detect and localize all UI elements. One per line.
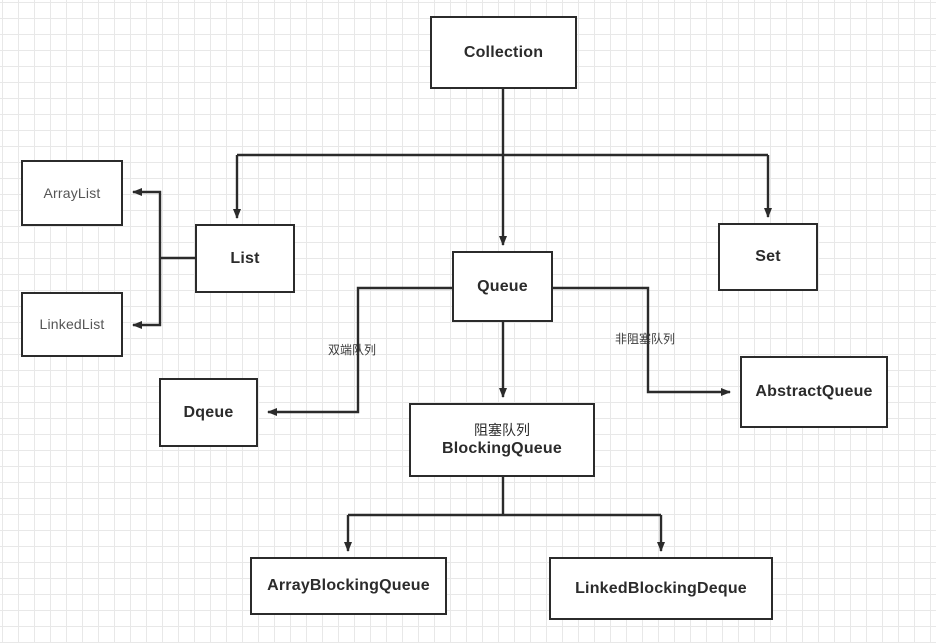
node-linkedlist-label: LinkedList [39,316,105,333]
node-list[interactable]: List [195,224,295,293]
edge-label-nonblocking: 非阻塞队列 [615,332,676,346]
node-blockingqueue-cn-label: 阻塞队列 [474,421,530,438]
node-dqeue-label: Dqeue [183,403,234,421]
node-linkedlist[interactable]: LinkedList [21,292,123,357]
edge-list-to-linkedlist [132,258,162,329]
node-queue-label: Queue [477,277,528,295]
node-arrayblockingqueue[interactable]: ArrayBlockingQueue [250,557,447,615]
node-collection-label: Collection [463,43,544,61]
node-queue[interactable]: Queue [452,251,553,322]
node-set-label: Set [755,248,781,266]
node-dqeue[interactable]: Dqeue [159,378,258,447]
node-list-label: List [230,249,260,267]
node-linkedblockingdeque[interactable]: LinkedBlockingDeque [549,557,773,620]
node-arraylist[interactable]: ArrayList [21,160,123,226]
edge-queue-to-dqeue [267,286,452,416]
edge-label-deque: 双端队列 [328,343,377,357]
node-set[interactable]: Set [718,223,818,291]
node-blockingqueue-label: BlockingQueue [442,440,562,458]
node-arraylist-label: ArrayList [43,184,101,201]
node-linkedblockingdeque-label: LinkedBlockingDeque [575,579,747,597]
node-arrayblockingqueue-label: ArrayBlockingQueue [267,577,430,595]
node-collection[interactable]: Collection [430,16,577,89]
node-abstractqueue[interactable]: AbstractQueue [740,356,888,428]
node-blockingqueue[interactable]: 阻塞队列 BlockingQueue [409,403,595,477]
edge-list-to-arraylist [132,188,162,258]
edge-queue-to-abstractqueue [553,286,731,396]
node-abstractqueue-label: AbstractQueue [755,383,873,401]
